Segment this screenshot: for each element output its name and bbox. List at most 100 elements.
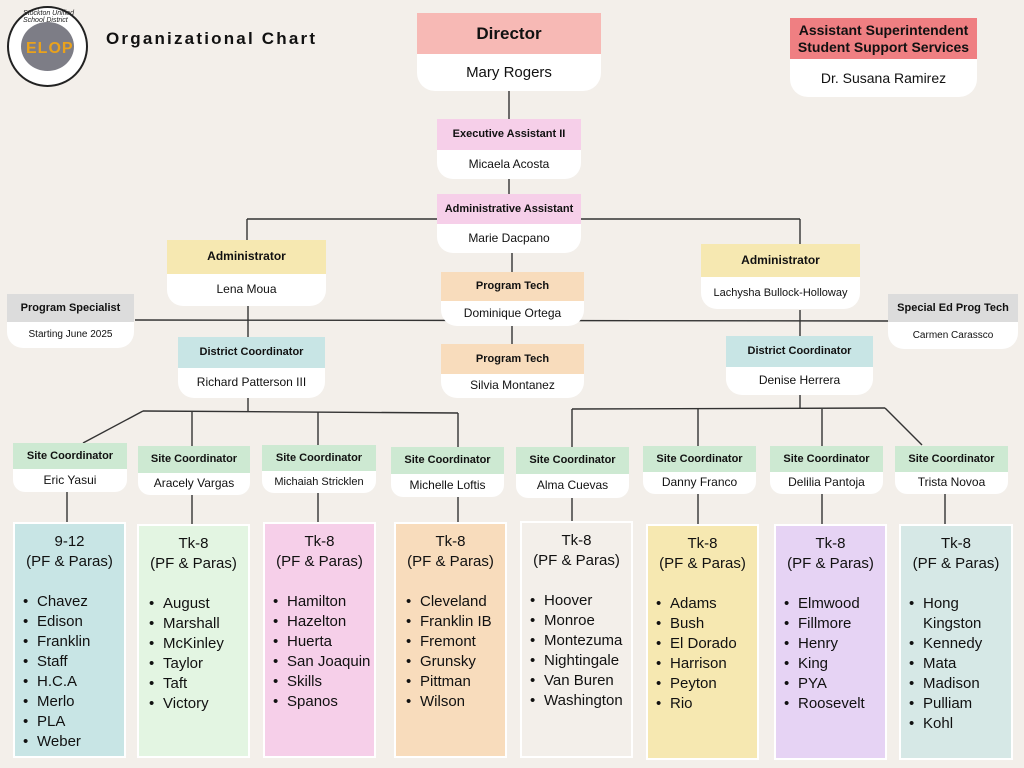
site-coordinator-role: Site Coordinator xyxy=(516,447,629,474)
school-item: Kohl xyxy=(909,714,1011,734)
school-item: McKinley xyxy=(149,634,248,654)
school-item: Bush xyxy=(656,614,757,634)
site-coordinator-node: Site Coordinator Aracely Vargas xyxy=(138,446,250,495)
program-tech-1-node: Program Tech Dominique Ortega xyxy=(441,272,584,326)
school-item: King xyxy=(784,654,885,674)
school-item: Madison xyxy=(909,674,1011,694)
grade-sub: (PF & Paras) xyxy=(26,553,113,570)
school-item: Montezuma xyxy=(530,631,631,651)
school-item: Fremont xyxy=(406,632,505,652)
admin-assistant-name: Marie Dacpano xyxy=(437,224,581,253)
grade-sub: (PF & Paras) xyxy=(787,555,874,572)
asst-superintendent-node: Assistant Superintendent Student Support… xyxy=(790,18,977,97)
sped-prog-tech-name: Carmen Carassco xyxy=(888,322,1018,349)
program-tech-1-name: Dominique Ortega xyxy=(441,301,584,326)
administrator-left-role: Administrator xyxy=(167,240,326,274)
grade-range: Tk-8 xyxy=(941,535,971,552)
grade-sub: (PF & Paras) xyxy=(407,553,494,570)
asst-superintendent-role: Assistant Superintendent Student Support… xyxy=(790,18,977,59)
director-name: Mary Rogers xyxy=(417,54,601,91)
site-coordinator-name: Alma Cuevas xyxy=(516,474,629,498)
school-list-box: Tk-8 (PF & Paras) Hong Kingston Kennedy … xyxy=(899,524,1013,760)
administrator-right-node: Administrator Lachysha Bullock-Holloway xyxy=(701,244,860,309)
site-coordinator-role: Site Coordinator xyxy=(262,445,376,471)
school-item: Franklin IB xyxy=(406,612,505,632)
exec-assistant-name: Micaela Acosta xyxy=(437,150,581,179)
grade-range: Tk-8 xyxy=(561,532,592,549)
school-item: Merlo xyxy=(23,692,124,712)
site-coordinator-role: Site Coordinator xyxy=(13,443,127,469)
program-tech-2-name: Silvia Montanez xyxy=(441,374,584,398)
sped-prog-tech-role: Special Ed Prog Tech xyxy=(888,294,1018,322)
school-list-box: Tk-8 (PF & Paras) Adams Bush El Dorado H… xyxy=(646,524,759,760)
school-list: Hamilton Hazelton Huerta San Joaquin Ski… xyxy=(265,592,374,712)
admin-assistant-node: Administrative Assistant Marie Dacpano xyxy=(437,194,581,253)
grade-sub: (PF & Paras) xyxy=(150,555,237,572)
school-item: San Joaquin xyxy=(273,652,374,672)
administrator-left-name: Lena Moua xyxy=(167,274,326,306)
district-coordinator-right-name: Denise Herrera xyxy=(726,367,873,395)
site-coordinator-node: Site Coordinator Danny Franco xyxy=(643,446,756,494)
school-item: Cleveland xyxy=(406,592,505,612)
school-item: Elmwood xyxy=(784,594,885,614)
administrator-left-node: Administrator Lena Moua xyxy=(167,240,326,306)
site-coordinator-name: Trista Novoa xyxy=(895,472,1008,494)
school-item: Peyton xyxy=(656,674,757,694)
school-item: Skills xyxy=(273,672,374,692)
school-item: Victory xyxy=(149,694,248,714)
program-specialist-name: Starting June 2025 xyxy=(7,322,134,348)
site-coordinator-role: Site Coordinator xyxy=(895,446,1008,472)
school-item: August xyxy=(149,594,248,614)
district-coordinator-left-role: District Coordinator xyxy=(178,337,325,368)
school-item: Fillmore xyxy=(784,614,885,634)
school-item: Van Buren xyxy=(530,671,631,691)
school-list: Cleveland Franklin IB Fremont Grunsky Pi… xyxy=(396,592,505,712)
school-item: Kennedy xyxy=(909,634,1011,654)
site-coordinator-node: Site Coordinator Michelle Loftis xyxy=(391,447,504,497)
school-item: Harrison xyxy=(656,654,757,674)
school-list-box: 9-12 (PF & Paras) Chavez Edison Franklin… xyxy=(13,522,126,758)
site-coordinator-name: Michaiah Stricklen xyxy=(262,471,376,493)
exec-assistant-role: Executive Assistant II xyxy=(437,119,581,150)
district-coordinator-right-node: District Coordinator Denise Herrera xyxy=(726,336,873,395)
site-coordinator-role: Site Coordinator xyxy=(643,446,756,472)
site-coordinator-name: Delilia Pantoja xyxy=(770,472,883,494)
administrator-right-role: Administrator xyxy=(701,244,860,277)
school-item: Nightingale xyxy=(530,651,631,671)
page-title: Organizational Chart xyxy=(106,29,318,48)
logo-ring-text: Stockton Unified School District xyxy=(23,10,74,24)
administrator-right-name: Lachysha Bullock-Holloway xyxy=(701,277,860,309)
school-list: Chavez Edison Franklin Staff H.C.A Merlo… xyxy=(15,592,124,752)
site-coordinator-node: Site Coordinator Delilia Pantoja xyxy=(770,446,883,494)
grade-range: Tk-8 xyxy=(435,533,466,550)
program-tech-2-role: Program Tech xyxy=(441,344,584,374)
school-item: Edison xyxy=(23,612,124,632)
site-coordinator-role: Site Coordinator xyxy=(138,446,250,473)
grade-sub: (PF & Paras) xyxy=(533,552,620,569)
school-item: Roosevelt xyxy=(784,694,885,714)
site-coordinator-name: Michelle Loftis xyxy=(391,474,504,497)
program-tech-1-role: Program Tech xyxy=(441,272,584,301)
school-list-box: Tk-8 (PF & Paras) Elmwood Fillmore Henry… xyxy=(774,524,887,760)
site-coordinator-role: Site Coordinator xyxy=(770,446,883,472)
school-item: Huerta xyxy=(273,632,374,652)
district-coordinator-right-role: District Coordinator xyxy=(726,336,873,367)
district-coordinator-left-name: Richard Patterson III xyxy=(178,368,325,398)
school-item: Wilson xyxy=(406,692,505,712)
school-item: Henry xyxy=(784,634,885,654)
site-coordinator-name: Aracely Vargas xyxy=(138,473,250,495)
school-item: Grunsky xyxy=(406,652,505,672)
school-item: Hong Kingston xyxy=(909,594,981,634)
site-coordinator-node: Site Coordinator Trista Novoa xyxy=(895,446,1008,494)
school-item: Spanos xyxy=(273,692,374,712)
site-coordinator-node: Site Coordinator Michaiah Stricklen xyxy=(262,445,376,493)
school-list: August Marshall McKinley Taylor Taft Vic… xyxy=(139,594,248,714)
district-coordinator-left-node: District Coordinator Richard Patterson I… xyxy=(178,337,325,398)
director-role: Director xyxy=(417,13,601,54)
school-item: Mata xyxy=(909,654,1011,674)
school-item: Adams xyxy=(656,594,757,614)
site-coordinator-name: Eric Yasui xyxy=(13,469,127,492)
school-list-box: Tk-8 (PF & Paras) Cleveland Franklin IB … xyxy=(394,522,507,758)
district-logo: Stockton Unified School District ELOP xyxy=(7,6,88,87)
school-item: Chavez xyxy=(23,592,124,612)
